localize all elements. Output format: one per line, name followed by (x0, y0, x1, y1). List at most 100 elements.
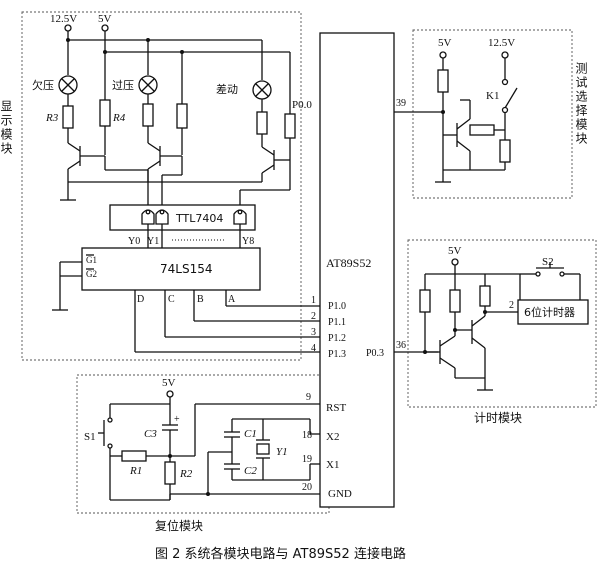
pin-p13-label: P1.3 (328, 349, 346, 360)
decoder-74ls154-label: 74LS154 (160, 262, 212, 276)
display-module-boundary (21, 11, 302, 361)
pin-x1-label: X1 (326, 459, 339, 471)
pin-20-number: 20 (302, 482, 312, 493)
resistor-base3 (284, 113, 296, 139)
differential-lamp (252, 80, 272, 100)
test-transistor (456, 118, 471, 152)
output-y1-label: Y1 (147, 236, 159, 247)
test-module-label: 测试选择模块 (574, 62, 588, 146)
decoder-74ls154-chip (81, 247, 261, 291)
enable-g1-label: G1 (86, 255, 97, 265)
pin-x2-label: X2 (326, 431, 339, 443)
display-12v5-label: 12.5V (50, 13, 77, 25)
timer-module-boundary (407, 239, 597, 408)
display-12v5-terminal (64, 24, 72, 32)
timer-5v-label: 5V (448, 245, 462, 257)
resistor-lamp3 (256, 111, 268, 135)
pin-18-number: 18 (302, 430, 312, 441)
inverter-gate-2 (155, 209, 169, 225)
reset-module-boundary (76, 374, 330, 514)
pin-19-number: 19 (302, 454, 312, 465)
pin-p00-label: P0.0 (292, 99, 312, 111)
pin-p03-label: P0.3 (366, 348, 384, 359)
figure-caption: 图 2 系统各模块电路与 AT89S52 连接电路 (155, 546, 406, 562)
display-5v-label: 5V (98, 13, 112, 25)
timer-resistor-3 (479, 285, 491, 307)
counter-pin2-label: 2 (509, 300, 514, 311)
lamp-overvoltage-label: 过压 (112, 79, 134, 92)
capacitor-c3-label: C3 (144, 428, 157, 440)
input-a-label: A (228, 294, 236, 305)
input-d-label: D (137, 294, 144, 305)
pin-p11-label: P1.1 (328, 317, 346, 328)
timer-resistor-2 (449, 289, 461, 313)
pin-36-number: 36 (396, 340, 406, 351)
six-digit-timer-label: 6位计时器 (524, 305, 575, 319)
pin-4-number: 4 (311, 343, 316, 354)
capacitor-c2-label: C2 (244, 465, 257, 477)
switch-k1-label: K1 (486, 90, 499, 102)
resistor-r2 (164, 461, 176, 485)
resistor-r1-label: R1 (129, 465, 142, 477)
test-5v-label: 5V (438, 37, 452, 49)
test-12v5-terminal (501, 51, 509, 59)
switch-k1-contact-bottom (501, 106, 509, 114)
pin-2-number: 2 (311, 311, 316, 322)
transistor-q3 (261, 146, 290, 182)
test-5v-terminal (439, 51, 447, 59)
pin-1-number: 1 (311, 295, 316, 306)
output-y0-label: Y0 (128, 236, 140, 247)
inverter-gate-1 (141, 209, 155, 225)
mcu-name: AT89S52 (326, 256, 371, 270)
mcu-chip (319, 32, 395, 508)
capacitor-c3-plus: + (174, 414, 180, 425)
test-pullup-resistor (437, 69, 449, 93)
timer-5v-terminal (451, 258, 459, 266)
timer-resistor-1 (419, 289, 431, 313)
switch-k1-blade (504, 87, 518, 109)
resistor-r4 (99, 99, 111, 127)
capacitor-c1-label: C1 (244, 428, 257, 440)
transistor-q2 (147, 140, 182, 180)
switch-k1-contact-top (501, 78, 509, 86)
resistor-lamp2 (142, 103, 154, 127)
pin-9-number: 9 (306, 392, 311, 403)
resistor-r2-label: R2 (179, 468, 193, 480)
timer-module-label: 计时模块 (474, 411, 522, 425)
pin-p10-label: P1.0 (328, 301, 346, 312)
reset-5v-label: 5V (162, 377, 176, 389)
ttl7404-label: TTL7404 (175, 212, 223, 225)
output-y8-label: Y8 (242, 236, 254, 247)
resistor-r1 (121, 450, 147, 462)
lamp-undervoltage-label: 欠压 (32, 78, 54, 92)
crystal-y1-label: Y1 (276, 446, 288, 458)
pin-p12-label: P1.2 (328, 333, 346, 344)
test-12v5-label: 12.5V (488, 37, 515, 49)
test-base-resistor (469, 124, 495, 136)
ttl7404-chip (109, 204, 256, 231)
pin-rst-label: RST (326, 402, 346, 414)
test-switch-resistor (499, 139, 511, 163)
enable-g2-label: G2 (86, 269, 97, 279)
crystal-y1 (256, 443, 270, 455)
lamp-differential-label: 差动 (216, 82, 238, 96)
resistor-r3 (62, 105, 74, 129)
resistor-r3-label: R3 (45, 112, 59, 124)
undervoltage-lamp (58, 75, 78, 95)
switch-s1-label: S1 (84, 431, 96, 443)
reset-module-label: 复位模块 (155, 518, 203, 533)
display-5v-terminal (101, 24, 109, 32)
test-module-boundary (412, 29, 573, 199)
switch-s2-label: S2 (542, 256, 554, 268)
reset-5v-terminal (166, 390, 174, 398)
pin-3-number: 3 (311, 327, 316, 338)
pin-39-number: 39 (396, 98, 406, 109)
transistor-q1 (67, 140, 105, 180)
resistor-r4-label: R4 (112, 112, 126, 124)
overvoltage-lamp (138, 75, 158, 95)
display-module-label: 显示模块 (0, 100, 13, 156)
timer-transistor-2 (471, 315, 486, 349)
input-c-label: C (168, 294, 175, 305)
